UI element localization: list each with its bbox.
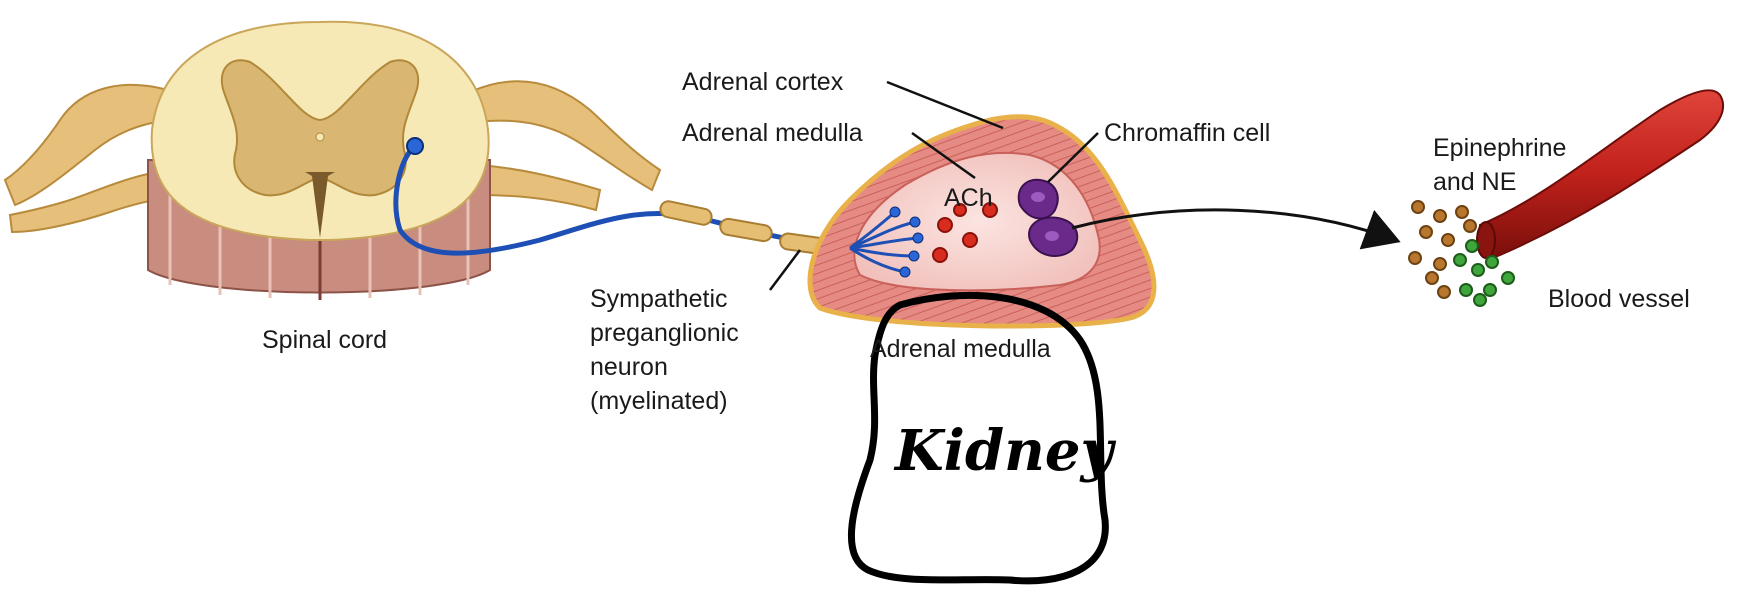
spinal-nerve-right-lower	[476, 163, 602, 212]
secretion-arrow	[1071, 208, 1401, 250]
label-epinephrine-line-2: and NE	[1433, 168, 1516, 196]
label-chromaffin-cell: Chromaffin cell	[1104, 119, 1270, 147]
spinal-cord-illustration	[3, 20, 662, 300]
sympathetic-preganglionic-neuron	[393, 137, 851, 256]
label-ach: ACh	[944, 184, 993, 212]
neuron-cell-body	[406, 137, 424, 155]
kidney-label: Kidney	[893, 418, 1116, 484]
spinal-nerve-right-upper	[468, 80, 662, 192]
leader-sympathetic-neuron	[769, 249, 801, 291]
blood-vessel-illustration	[1408, 89, 1725, 307]
spinal-nerve-left-lower	[8, 168, 177, 234]
label-sympathetic-line-1: Sympathetic	[590, 285, 728, 313]
epinephrine-molecules	[1408, 200, 1477, 299]
leader-chromaffin-cell	[1047, 132, 1099, 183]
norepinephrine-molecules	[1453, 239, 1515, 307]
leader-adrenal-cortex	[886, 80, 1004, 130]
leader-lines	[769, 80, 1099, 291]
label-epinephrine-ne: Epinephrine and NE	[1433, 134, 1566, 196]
blood-vessel-shape	[1478, 89, 1725, 258]
label-sympathetic-line-4: (myelinated)	[590, 387, 728, 415]
label-adrenal-medulla-bottom: Adrenal medulla	[870, 335, 1051, 363]
label-adrenal-medulla-top: Adrenal medulla	[682, 119, 863, 147]
blood-vessel-opening	[1476, 221, 1496, 259]
leader-adrenal-medulla	[911, 131, 976, 180]
ach-molecules	[932, 202, 998, 263]
label-blood-vessel: Blood vessel	[1548, 285, 1690, 313]
handwritten-kidney-annotation: Kidney	[847, 291, 1116, 585]
spinal-nerve-left-upper	[3, 83, 182, 207]
kidney-outline	[847, 291, 1109, 585]
label-sympathetic-line-2: preganglionic	[590, 319, 739, 347]
label-sympathetic-neuron: Sympathetic preganglionic neuron (myelin…	[590, 285, 739, 415]
label-spinal-cord: Spinal cord	[262, 326, 387, 354]
label-sympathetic-line-3: neuron	[590, 353, 668, 381]
adrenal-gland-illustration	[807, 114, 1157, 329]
nerve-terminal-knobs	[889, 206, 924, 278]
label-adrenal-cortex: Adrenal cortex	[682, 68, 844, 96]
label-epinephrine-line-1: Epinephrine	[1433, 134, 1566, 162]
myelin-sheath	[659, 200, 833, 256]
